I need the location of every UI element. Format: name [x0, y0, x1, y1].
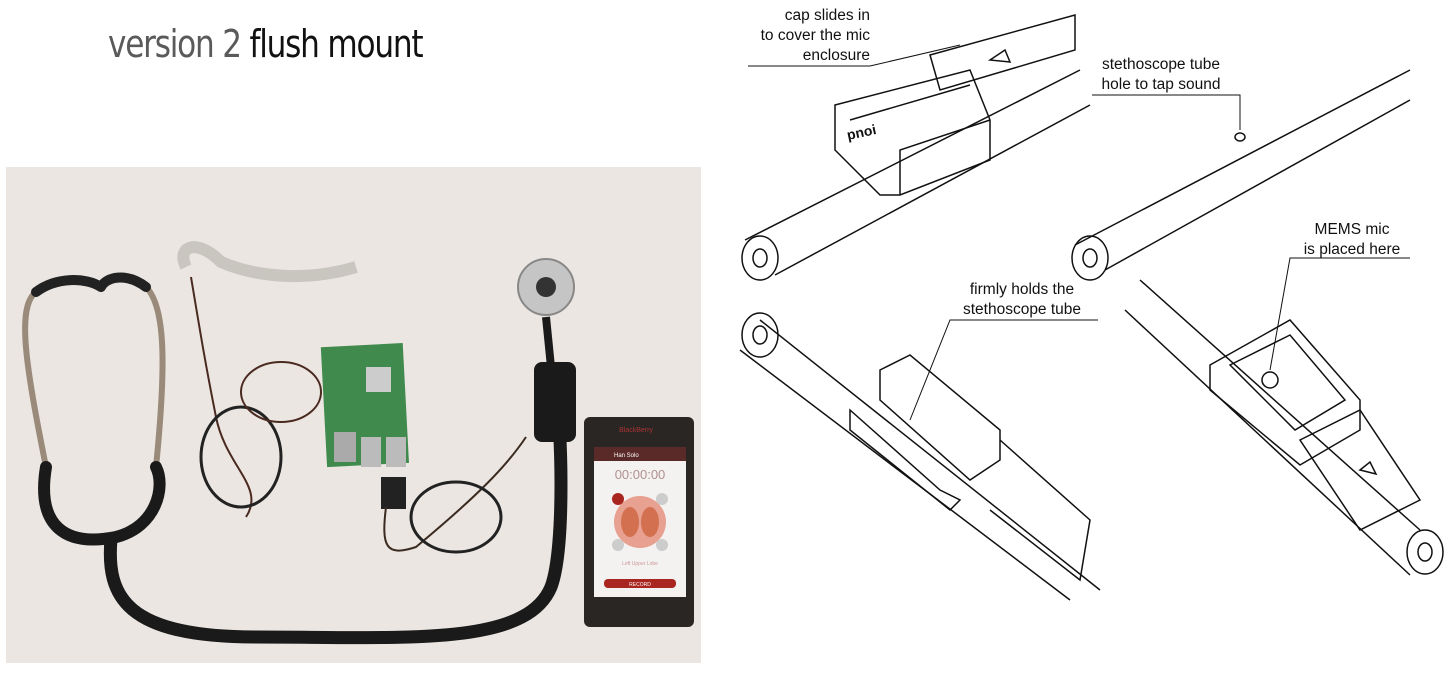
- annotation-line: is placed here: [1303, 241, 1401, 258]
- annotation-line: enclosure: [802, 47, 870, 64]
- annotation-hole: stethoscope tube hole to tap sound: [1086, 55, 1236, 95]
- annotation-line: MEMS mic: [1314, 221, 1390, 238]
- raspberry-pi-board: [320, 342, 409, 468]
- device-photo: BlackBerry Han Solo 00:00:00 Left Upper …: [6, 167, 701, 663]
- slide-title: version 2 flush mount: [108, 22, 424, 66]
- enclosure-drawings: pnoi cap slides in to cover the mic encl…: [720, 0, 1449, 669]
- line-drawings: pnoi: [739, 14, 1444, 601]
- title-version: version 2: [108, 22, 242, 66]
- phone-app-title: Han Solo: [614, 453, 639, 459]
- phone-record-button: RECORD: [629, 582, 651, 588]
- annotation-line: cap slides in: [784, 7, 870, 24]
- pnoi-enclosure: [534, 362, 576, 442]
- smartphone: BlackBerry Han Solo 00:00:00 Left Upper …: [584, 417, 694, 627]
- annotation-line: stethoscope tube: [1101, 56, 1221, 73]
- phone-brand: BlackBerry: [619, 427, 653, 434]
- annotation-cap: cap slides in to cover the mic enclosure: [740, 6, 870, 66]
- stethoscope: [22, 272, 568, 645]
- mic-cable: [177, 241, 358, 283]
- annotation-line: to cover the mic: [760, 27, 870, 44]
- annotation-line: stethoscope tube: [962, 301, 1082, 318]
- annotation-holds: firmly holds the stethoscope tube: [942, 280, 1102, 320]
- annotation-line: firmly holds the: [969, 281, 1075, 298]
- pnoi-logo: pnoi: [845, 121, 877, 143]
- annotation-mems: MEMS mic is placed here: [1292, 220, 1412, 260]
- phone-timer: 00:00:00: [615, 467, 666, 482]
- title-mount: flush mount: [249, 22, 423, 66]
- annotation-line: hole to tap sound: [1101, 76, 1221, 93]
- phone-location: Left Upper Lobe: [622, 561, 658, 567]
